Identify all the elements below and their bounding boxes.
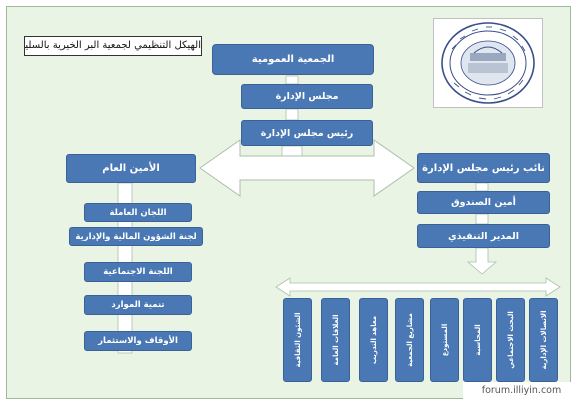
logo-seal-icon — [441, 22, 535, 104]
vice-chair-box: نائب رئيس مجلس الإدارة — [417, 153, 550, 183]
department-label: الاتصالات الإدارية — [539, 310, 548, 370]
left-item-resource-development: تنمية الموارد — [84, 295, 192, 315]
general-assembly-box: الجمعية العمومية — [212, 44, 374, 75]
down-arrow — [466, 247, 498, 275]
departments-double-arrow — [275, 277, 561, 297]
department-label: المحاسبة — [473, 324, 482, 356]
board-chair-box: رئيس مجلس الإدارة — [241, 120, 373, 146]
connector-top-2 — [285, 108, 299, 121]
connector-top-1 — [285, 75, 299, 85]
department-label: معاهد التدريب — [369, 315, 378, 365]
department-label: الشئون الثقافية — [293, 312, 302, 368]
department-box: مشاريع الجمعية — [395, 298, 424, 382]
department-label: المستودع — [440, 323, 449, 357]
right-connector-1 — [475, 182, 489, 192]
department-label: العلاقات العامة — [331, 314, 340, 366]
board-box: مجلس الإدارة — [241, 84, 373, 109]
department-label: مشاريع الجمعية — [405, 313, 414, 367]
left-item-endowments: الأوقاف والاستثمار — [84, 331, 192, 351]
right-connector-2 — [475, 213, 489, 225]
department-box: الشئون الثقافية — [283, 298, 312, 382]
department-label: البحث الاجتماعي — [506, 311, 515, 369]
executive-director-box: المدير التنفيذي — [417, 224, 550, 248]
treasurer-box: أمين الصندوق — [417, 191, 550, 214]
left-item-finance-committee: لجنة الشؤون المالية والإدارية — [69, 227, 203, 246]
department-box: العلاقات العامة — [321, 298, 350, 382]
horizontal-double-arrow — [199, 139, 415, 197]
organization-logo — [433, 18, 543, 108]
department-box: معاهد التدريب — [359, 298, 388, 382]
left-item-social-committee: اللجنة الاجتماعية — [84, 262, 192, 282]
department-box: البحث الاجتماعي — [496, 298, 525, 382]
secretary-general-box: الأمين العام — [66, 154, 196, 183]
department-box: المحاسبة — [463, 298, 492, 382]
department-box: المستودع — [430, 298, 459, 382]
chart-title: الهيكل التنظيمي لجمعية البر الخيرية بالس… — [24, 36, 202, 56]
department-box: الاتصالات الإدارية — [529, 298, 558, 382]
site-watermark: forum.illiyin.com — [463, 382, 580, 400]
left-item-working-committees: اللجان العاملة — [84, 203, 192, 222]
